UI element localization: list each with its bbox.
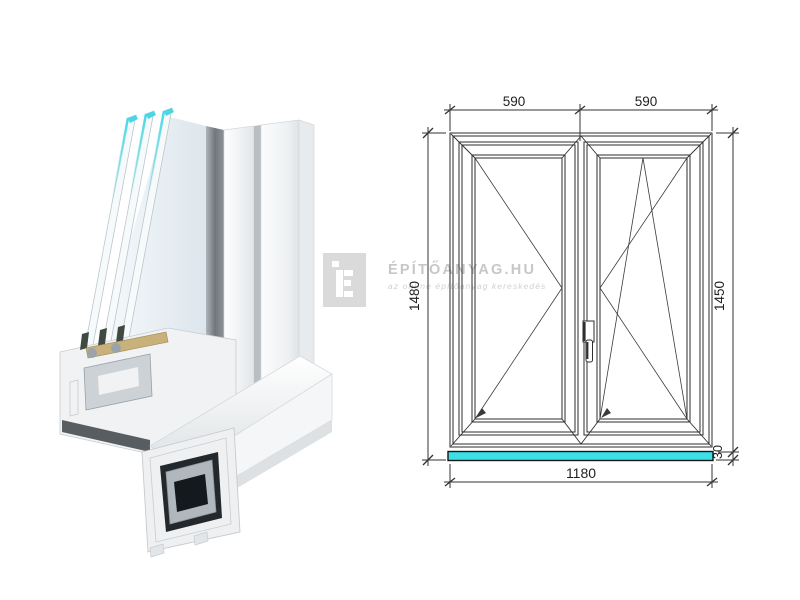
vertical-jamb-profiles	[223, 119, 315, 429]
turn-symbol-left-sash	[474, 157, 563, 420]
triple-glazing-panes	[84, 107, 174, 348]
window-profile-render	[59, 107, 333, 558]
left-sash	[458, 141, 579, 436]
glass-pane	[84, 114, 138, 348]
glazing-seals	[80, 325, 125, 350]
dim-label-sill: 30	[711, 445, 725, 459]
dim-label-bottom: 1180	[566, 465, 596, 481]
miter-lines	[450, 133, 712, 447]
window-technical-drawing: 590 590 1480 1450 30 1180	[407, 94, 739, 488]
watermark-brand: ÉPÍTŐANYAG.HU	[388, 262, 537, 278]
profile-shadow-underside	[62, 420, 150, 452]
tilt-symbol-right-sash	[599, 157, 688, 420]
dim-label-top-left: 590	[503, 94, 526, 109]
logo-letter-blocks	[332, 261, 353, 297]
dimension-labels: 590 590 1480 1450 30 1180	[407, 94, 727, 481]
dim-label-right: 1450	[712, 281, 727, 311]
dim-label-top-right: 590	[635, 94, 658, 109]
window-sill	[447, 450, 714, 462]
frame-profile-cross-section	[141, 355, 333, 558]
dim-left	[422, 127, 446, 466]
seal-bulb	[87, 348, 97, 358]
dim-top	[444, 104, 718, 141]
frame-outline	[449, 132, 713, 448]
opening-symbols	[474, 157, 688, 420]
watermark-text: ÉPÍTŐANYAG.HU az online építőanyag keres…	[388, 253, 546, 291]
seal-bulb	[111, 343, 121, 353]
right-sash	[583, 141, 704, 436]
dim-label-left: 1480	[407, 281, 422, 311]
turn-symbol-right-sash	[599, 157, 688, 420]
symbol-arrowhead	[476, 408, 486, 418]
epitoanyag-logo-icon	[323, 253, 366, 307]
watermark-tagline: az online építőanyag kereskedés	[388, 281, 547, 291]
dim-right	[716, 127, 739, 466]
dimension-lines	[422, 104, 739, 488]
dim-bottom	[444, 464, 718, 488]
symbol-arrowhead	[601, 408, 611, 418]
watermark: ÉPÍTŐANYAG.HU az online építőanyag keres…	[323, 253, 546, 307]
window-handle	[582, 320, 595, 363]
